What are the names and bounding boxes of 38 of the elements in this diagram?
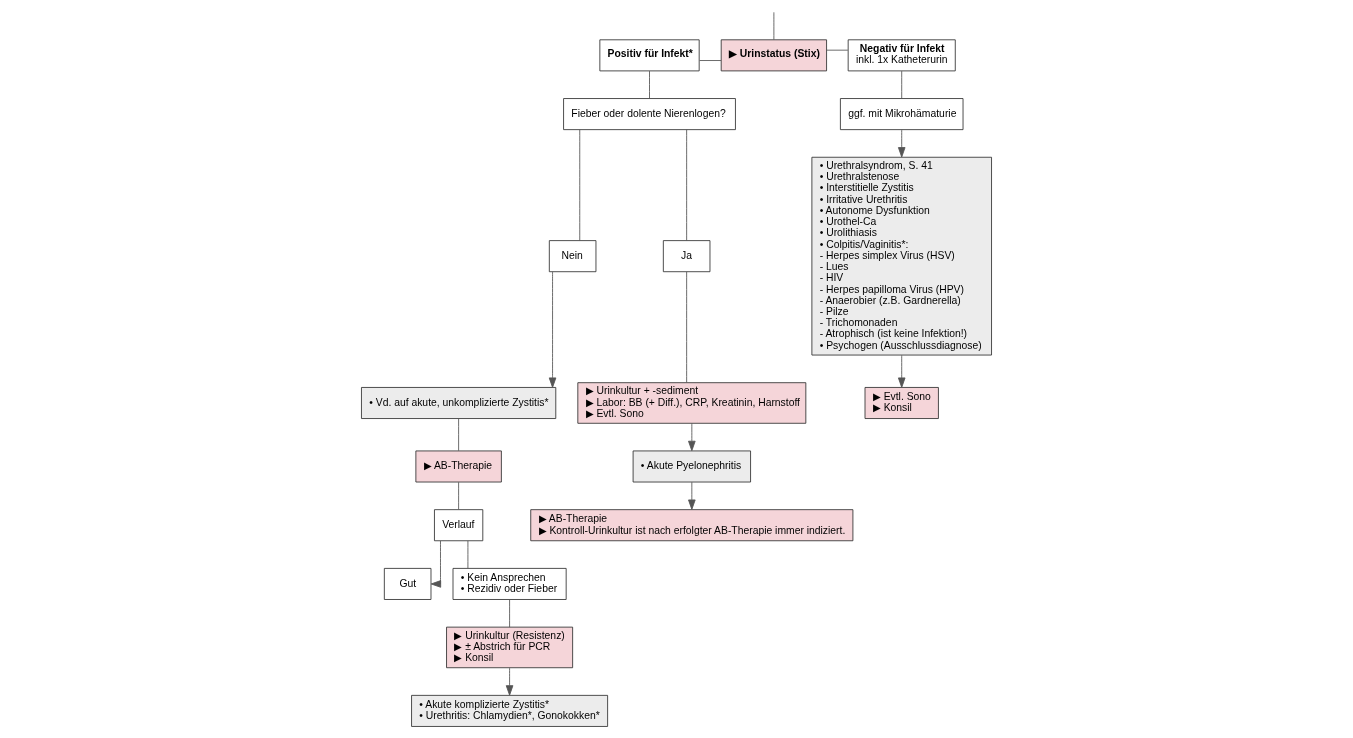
node-box: • Akute komplizierte Zystitis* • Urethritis: Chlamydien*, Gonokokken* <box>411 694 609 727</box>
connector <box>699 60 722 61</box>
node-box: ▶ AB-Therapie ▶ Kontroll-Urinkultur ist nach erfolgter AB-Therapie immer indiziert. <box>530 509 854 542</box>
arrow <box>688 423 696 452</box>
connector <box>826 49 849 51</box>
arrow <box>548 271 557 388</box>
arrow <box>897 129 906 158</box>
connector <box>467 540 469 569</box>
node-box: Ja <box>662 240 711 273</box>
connector <box>773 11 775 41</box>
connector <box>901 70 903 99</box>
node-box: • Urethralsyndrom, S. 41 • Urethralstenose • Interstitielle Zystitis • Irritative Urethritis • Autonome Dysfunktion • Urothel-Ca • Urolithiasis • Colpitis/Vaginitis*: - Herpes simplex Virus (HSV) - Lues - HIV - Herpes papilloma Virus (HPV) - Anaerobier (z.B. Gardnerella) - Pilze - Trichomonaden - Atrophisch (ist keine Infektion!) • Psychogen (Ausschlussdiagnose) <box>811 156 992 356</box>
node-box: ▶ Evtl. Sono ▶ Konsil <box>864 387 939 419</box>
node-box: • Vd. auf akute, unkomplizierte Zystitis* <box>361 387 557 419</box>
node-box: Nein <box>548 240 597 273</box>
arrow <box>505 667 514 696</box>
node-box: Gut <box>383 567 432 600</box>
connector <box>686 129 688 241</box>
connector <box>649 70 650 99</box>
node-box: • Akute Pyelonephritis <box>632 450 751 483</box>
node-box: ▶ Urinstatus (Stix) <box>720 39 827 72</box>
node-box: ▶ AB-Therapie <box>415 450 502 483</box>
node-box: ▶ Urinkultur (Resistenz) ▶ ± Abstrich für PCR ▶ Konsil <box>446 626 574 669</box>
node-box: • Kein Ansprechen • Rezidiv oder Fieber <box>452 567 567 600</box>
node-box: Positiv für Infekt* <box>599 39 700 72</box>
node-box: ▶ Urinkultur + -sediment ▶ Labor: BB (+ Diff.), CRP, Kreatinin, Harnstoff ▶ Evtl. Sono <box>577 382 807 424</box>
arrow <box>688 481 696 510</box>
connector <box>509 599 510 628</box>
connector <box>458 481 460 510</box>
connector <box>458 418 460 452</box>
node-box: Fieber oder dolente Nierenlogen? <box>563 98 736 131</box>
connector <box>686 271 688 383</box>
connector <box>579 129 581 241</box>
node-box: Negativ für Infekt inkl. 1x Katheterurin <box>847 39 956 72</box>
arrow <box>897 354 906 388</box>
node-box: Verlauf <box>434 509 484 542</box>
arrow <box>430 540 442 588</box>
node-box: ggf. mit Mikrohämaturie <box>839 98 964 131</box>
